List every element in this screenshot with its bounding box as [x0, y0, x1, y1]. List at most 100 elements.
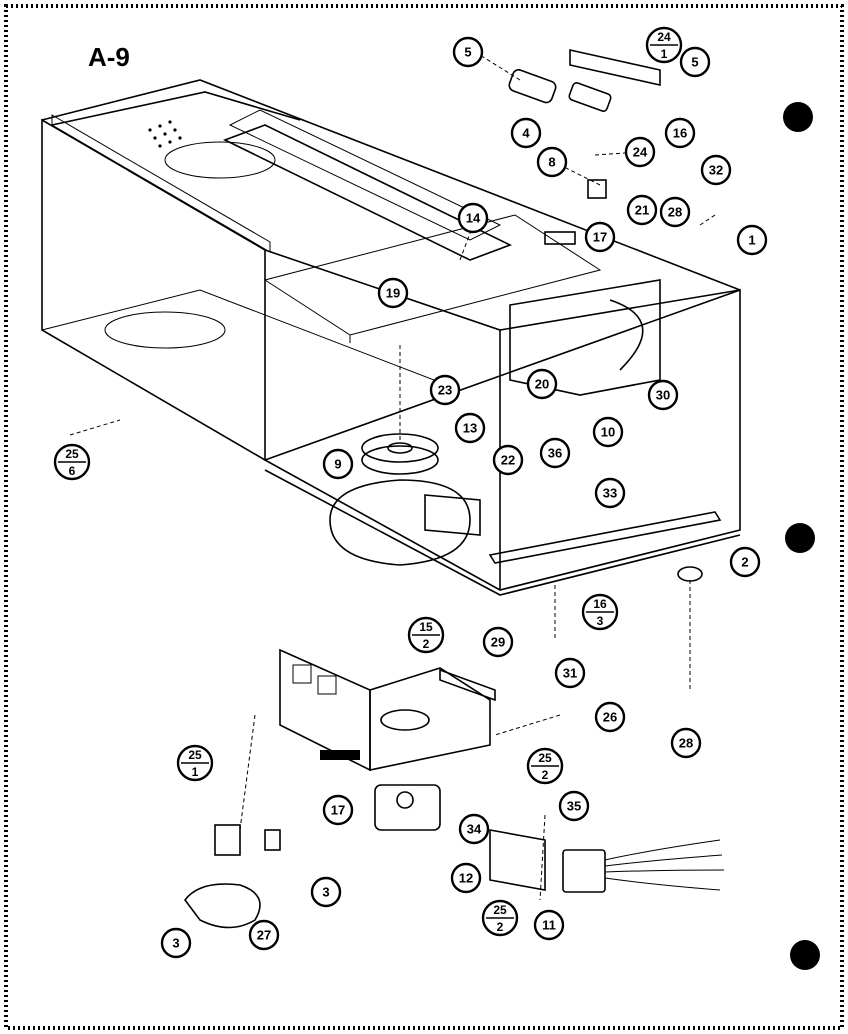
svg-text:6: 6 — [69, 464, 76, 478]
fraction-callout-15-2: 152 — [407, 616, 445, 654]
svg-text:5: 5 — [691, 55, 698, 70]
svg-text:15: 15 — [419, 620, 433, 634]
callout-22: 22 — [492, 444, 524, 476]
callout-3-left: 3 — [160, 927, 192, 959]
svg-text:12: 12 — [459, 871, 473, 886]
svg-text:29: 29 — [491, 635, 505, 650]
svg-text:33: 33 — [603, 486, 617, 501]
svg-text:34: 34 — [467, 822, 482, 837]
diagram-title: A-9 — [88, 42, 130, 72]
fraction-callout-25-1: 251 — [176, 744, 214, 782]
svg-text:30: 30 — [656, 388, 670, 403]
callout-24: 24 — [624, 136, 656, 168]
callout-19: 19 — [377, 277, 409, 309]
svg-text:2: 2 — [497, 920, 504, 934]
svg-text:3: 3 — [322, 885, 329, 900]
wire-harness-connector — [562, 839, 725, 893]
callout-29: 29 — [482, 626, 514, 658]
control-chassis — [279, 648, 496, 772]
stirrer-blade — [361, 433, 439, 475]
blower-duct — [329, 479, 481, 566]
svg-text:13: 13 — [463, 421, 477, 436]
callout-3-right: 3 — [310, 876, 342, 908]
callout-33: 33 — [594, 477, 626, 509]
svg-text:28: 28 — [668, 205, 682, 220]
callout-35: 35 — [558, 790, 590, 822]
svg-text:23: 23 — [438, 383, 452, 398]
callout-27: 27 — [248, 919, 280, 951]
scan-border — [4, 4, 844, 1030]
fraction-callout-25-6: 256 — [53, 443, 91, 481]
svg-text:25: 25 — [493, 903, 507, 917]
svg-text:32: 32 — [709, 163, 723, 178]
binder-hole-middle — [785, 523, 815, 553]
callout-2: 2 — [729, 546, 761, 578]
callout-36: 36 — [539, 437, 571, 469]
svg-text:25: 25 — [538, 751, 552, 765]
svg-text:17: 17 — [593, 230, 607, 245]
svg-text:11: 11 — [542, 918, 556, 933]
callout-5-right: 5 — [679, 46, 711, 78]
callout-1: 1 — [736, 224, 768, 256]
wire-part — [183, 883, 261, 929]
svg-text:2: 2 — [741, 555, 748, 570]
svg-text:3: 3 — [172, 936, 179, 951]
svg-text:36: 36 — [548, 446, 562, 461]
cabinet-assembly — [41, 79, 741, 596]
svg-text:22: 22 — [501, 453, 515, 468]
callout-26: 26 — [594, 701, 626, 733]
svg-text:8: 8 — [548, 155, 555, 170]
svg-text:16: 16 — [593, 597, 607, 611]
svg-text:1: 1 — [661, 47, 668, 61]
svg-text:10: 10 — [601, 425, 615, 440]
svg-text:17: 17 — [331, 803, 345, 818]
callout-14: 14 — [457, 202, 489, 234]
svg-text:26: 26 — [603, 710, 617, 725]
svg-text:9: 9 — [334, 457, 341, 472]
lamp-bracket-part — [569, 49, 661, 86]
fraction-callout-16-3: 163 — [581, 593, 619, 631]
svg-text:35: 35 — [567, 799, 581, 814]
thermal-fuse-part — [214, 824, 281, 856]
svg-text:5: 5 — [464, 45, 471, 60]
callout-10: 10 — [592, 416, 624, 448]
callout-31: 31 — [554, 657, 586, 689]
svg-text:20: 20 — [535, 377, 549, 392]
lamp-socket-part — [508, 69, 612, 112]
svg-text:16: 16 — [673, 126, 687, 141]
leader-lines — [69, 54, 716, 901]
bracket-part — [489, 829, 546, 891]
svg-text:27: 27 — [257, 928, 271, 943]
svg-text:25: 25 — [188, 748, 202, 762]
fraction-callout-24-1: 241 — [645, 26, 683, 64]
callout-34: 34 — [458, 813, 490, 845]
svg-text:4: 4 — [522, 126, 530, 141]
switch-part — [544, 179, 607, 245]
binder-hole-top — [783, 102, 813, 132]
callout-5-left: 5 — [452, 36, 484, 68]
callout-12: 12 — [450, 862, 482, 894]
callout-4: 4 — [510, 117, 542, 149]
floor-rail — [488, 511, 722, 564]
svg-text:25: 25 — [65, 447, 79, 461]
svg-text:24: 24 — [657, 30, 671, 44]
callout-17-top: 17 — [584, 221, 616, 253]
svg-text:28: 28 — [679, 736, 693, 751]
callout-9: 9 — [322, 448, 354, 480]
svg-text:2: 2 — [542, 768, 549, 782]
callout-23: 23 — [429, 374, 461, 406]
svg-text:3: 3 — [597, 614, 604, 628]
callout-21: 21 — [626, 194, 658, 226]
timer-motor — [374, 784, 441, 831]
svg-text:21: 21 — [635, 203, 649, 218]
svg-text:14: 14 — [466, 211, 481, 226]
fraction-callout-25-2-mid: 252 — [526, 747, 564, 785]
callout-8: 8 — [536, 146, 568, 178]
svg-text:2: 2 — [423, 637, 430, 651]
callout-16-top: 16 — [664, 117, 696, 149]
binder-hole-bottom — [790, 940, 820, 970]
svg-text:1: 1 — [192, 765, 199, 779]
callout-30: 30 — [647, 379, 679, 411]
